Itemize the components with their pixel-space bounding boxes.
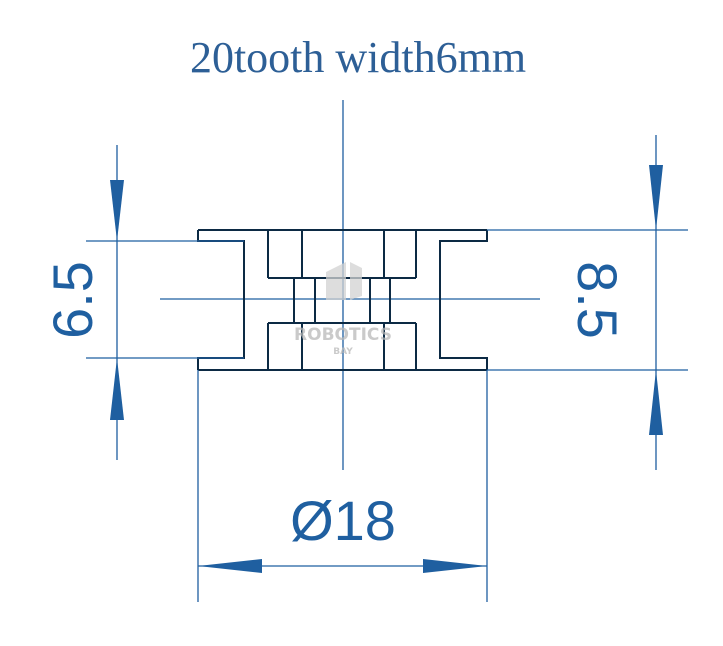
watermark: ROBOTICS BAY <box>294 262 392 357</box>
dimension-inner-width <box>86 145 244 460</box>
outer-width-label: 8.5 <box>566 261 629 339</box>
inner-width-label: 6.5 <box>41 261 104 339</box>
watermark-text-primary: ROBOTICS <box>294 325 392 345</box>
dimension-diameter <box>197 370 488 602</box>
watermark-text-secondary: BAY <box>333 347 353 357</box>
dimension-outer-width <box>487 135 688 470</box>
watermark-logo-icon <box>326 262 362 300</box>
diagram-title: 20tooth width6mm <box>190 33 526 82</box>
diameter-label: Ø18 <box>290 489 396 552</box>
